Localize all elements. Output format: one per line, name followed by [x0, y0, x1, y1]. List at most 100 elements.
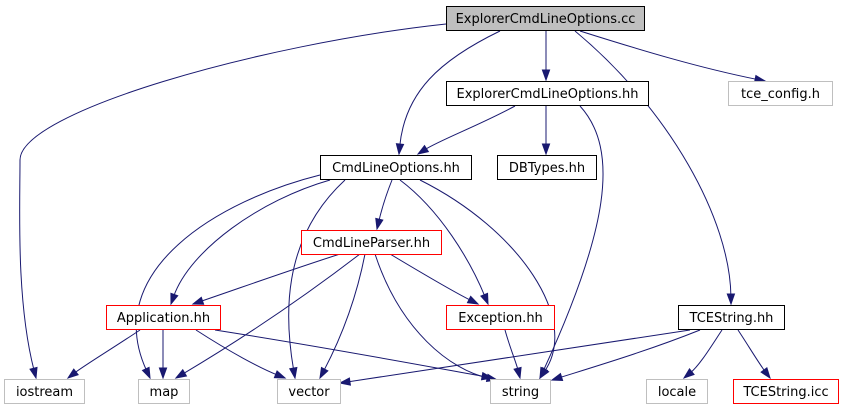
edge-cmdlineoptions-hh-to-exception-hh: [399, 179, 489, 306]
edge-line: [559, 329, 701, 379]
node-tcestring-icc[interactable]: TCEString.icc: [733, 379, 839, 404]
edge-line: [378, 179, 393, 222]
edge-explorer-hh-to-dbtypes-hh: [541, 106, 551, 156]
edge-arrowhead: [541, 69, 551, 82]
node-tce-config[interactable]: tce_config.h: [728, 81, 833, 106]
edge-line: [74, 329, 141, 374]
nodes-layer: ExplorerCmdLineOptions.ccExplorerCmdLine…: [4, 6, 839, 404]
edge-line: [737, 329, 766, 372]
edge-explorer-cc-to-cmdlineoptions-hh: [395, 30, 501, 156]
edge-arrowhead: [466, 295, 480, 305]
node-label: TCEString.icc: [742, 385, 828, 400]
edge-arrowhead: [319, 366, 329, 380]
edge-line: [200, 253, 341, 302]
edge-arrowhead: [141, 366, 151, 380]
node-iostream[interactable]: iostream: [4, 379, 85, 404]
edge-line: [374, 253, 490, 379]
edge-cmdlineoptions-hh-to-cmdlineparser-hh: [375, 179, 393, 231]
edge-line: [182, 253, 361, 375]
node-box: [728, 81, 833, 106]
edge-cmdlineparser-hh-to-vector: [319, 253, 366, 380]
node-box: [138, 379, 190, 404]
edge-explorer-cc-to-tcestring-hh: [574, 30, 736, 306]
edge-arrowhead: [338, 377, 352, 386]
edge-tcestring-hh-to-locale: [682, 329, 723, 379]
edge-line: [424, 105, 516, 151]
node-explorer-hh[interactable]: ExplorerCmdLineOptions.hh: [446, 81, 649, 106]
edge-exception-hh-to-string: [504, 329, 522, 380]
edge-application-hh-to-iostream: [66, 329, 141, 379]
edge-cmdlineparser-hh-to-exception-hh: [389, 253, 480, 305]
edge-line: [195, 329, 278, 376]
edge-explorer-hh-to-cmdlineoptions-hh: [416, 105, 516, 155]
node-box: [446, 305, 555, 330]
node-label: vector: [288, 385, 330, 400]
node-label: TCEString.hh: [689, 311, 774, 326]
node-box: [646, 379, 708, 404]
node-label: string: [502, 385, 539, 400]
edge-arrowhead: [760, 367, 771, 380]
edge-line: [347, 329, 691, 383]
edge-cmdlineoptions-hh-to-application-hh: [170, 179, 331, 306]
node-box: [446, 6, 645, 31]
node-explorer-cc[interactable]: ExplorerCmdLineOptions.cc: [446, 6, 645, 31]
node-label: Application.hh: [117, 311, 210, 326]
node-label: Exception.hh: [458, 311, 543, 326]
node-box: [320, 155, 472, 180]
edge-application-hh-to-string: [214, 329, 494, 381]
edge-cmdlineparser-hh-to-map: [174, 253, 361, 379]
edge-arrowhead: [288, 366, 298, 380]
edge-explorer-cc-to-tce-config: [579, 30, 767, 84]
node-cmdlineoptions-hh[interactable]: CmdLineOptions.hh: [320, 155, 472, 180]
node-label: DBTypes.hh: [509, 161, 585, 176]
edge-arrowhead: [416, 144, 430, 155]
node-box: [490, 379, 551, 404]
edge-line: [323, 253, 366, 372]
edge-line: [542, 105, 604, 371]
node-box: [301, 230, 442, 255]
node-label: ExplorerCmdLineOptions.cc: [456, 12, 636, 27]
edge-arrowhead: [513, 366, 522, 380]
edge-arrowhead: [29, 366, 38, 380]
node-box: [733, 379, 839, 404]
edge-arrowhead: [726, 293, 736, 306]
edge-arrowhead: [480, 292, 489, 306]
edge-line: [214, 329, 485, 378]
node-application-hh[interactable]: Application.hh: [106, 305, 221, 330]
node-label: tce_config.h: [741, 87, 820, 102]
edge-arrowhead: [66, 368, 79, 379]
edge-line: [689, 329, 723, 374]
edge-line: [419, 179, 556, 372]
node-dbtypes-hh[interactable]: DBTypes.hh: [497, 155, 597, 180]
edge-arrowhead: [480, 371, 494, 381]
node-label: locale: [658, 385, 696, 400]
node-string[interactable]: string: [490, 379, 551, 404]
edge-arrowhead: [375, 217, 384, 231]
node-map[interactable]: map: [138, 379, 190, 404]
edge-arrowhead: [174, 368, 188, 379]
edge-application-hh-to-map: [158, 330, 168, 380]
node-label: map: [150, 385, 179, 400]
edge-arrowhead: [273, 370, 287, 379]
edge-arrowhead: [191, 296, 205, 305]
edge-cmdlineoptions-hh-to-vector: [288, 179, 346, 380]
node-locale[interactable]: locale: [646, 379, 708, 404]
edge-line: [19, 23, 447, 371]
edge-tcestring-hh-to-string: [550, 329, 701, 381]
node-label: iostream: [16, 385, 73, 400]
node-vector[interactable]: vector: [277, 379, 341, 404]
node-exception-hh[interactable]: Exception.hh: [446, 305, 555, 330]
node-cmdlineparser-hh[interactable]: CmdLineParser.hh: [301, 230, 442, 255]
node-box: [678, 305, 785, 330]
node-tcestring-hh[interactable]: TCEString.hh: [678, 305, 785, 330]
edge-explorer-hh-to-string: [539, 105, 604, 380]
node-box: [106, 305, 221, 330]
edge-line: [574, 30, 732, 297]
node-label: CmdLineOptions.hh: [332, 161, 460, 176]
node-label: CmdLineParser.hh: [313, 236, 430, 251]
edge-arrowhead: [682, 368, 695, 379]
edge-line: [288, 179, 346, 371]
edge-arrowhead: [539, 366, 550, 380]
edge-line: [399, 30, 501, 147]
edge-cmdlineoptions-hh-to-string: [419, 179, 556, 380]
